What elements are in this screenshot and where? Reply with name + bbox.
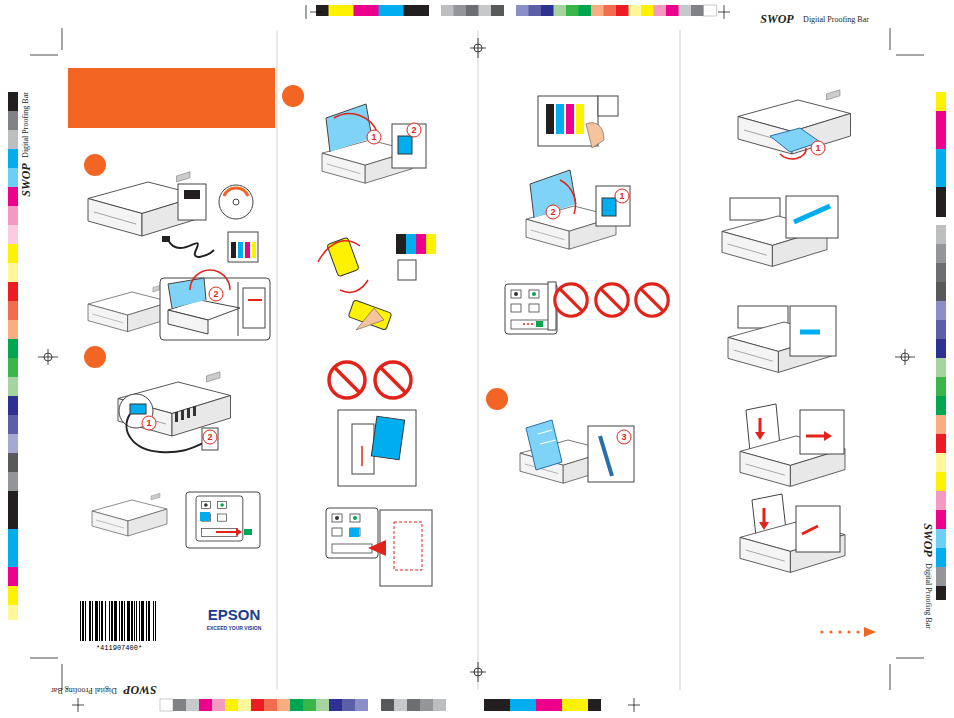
- next-arrow: [820, 627, 876, 637]
- printer-illustration: [738, 90, 851, 159]
- printer-illustration: [505, 282, 557, 334]
- callout-circle: [142, 123, 825, 444]
- prohibited-sign: [596, 284, 628, 316]
- proofing-bar-label: Digital Proofing Bar: [51, 686, 117, 694]
- printer-illustration: [526, 170, 630, 249]
- printer-illustration: [520, 420, 634, 483]
- proofing-bar-label: SWOP: [123, 684, 156, 696]
- prohibited-sign: [329, 362, 365, 398]
- printer-illustration: [88, 270, 270, 340]
- callout-number: 1: [146, 419, 151, 428]
- proofing-bar-label: SWOP: [760, 13, 793, 25]
- header-block: [68, 68, 275, 128]
- brand-tagline: EXCEED YOUR VISION: [207, 626, 262, 631]
- color-bar: [936, 92, 946, 600]
- proofing-bar-label: Digital Proofing Bar: [803, 16, 869, 24]
- callout-number: 2: [213, 290, 218, 299]
- proofing-bar-label: Digital Proofing Bar: [924, 563, 932, 629]
- callout-number: 2: [207, 433, 212, 442]
- proofing-bar-label: SWOP: [922, 523, 934, 556]
- printer-illustration: [338, 410, 416, 486]
- color-bar: [160, 699, 601, 711]
- prohibited-sign: [636, 284, 668, 316]
- printer-illustration: [728, 306, 836, 372]
- step-marker: [84, 85, 508, 410]
- color-bar: [8, 92, 18, 620]
- brand-logo: EPSON: [208, 607, 261, 622]
- callout-number: 1: [815, 144, 820, 153]
- callout-number: 1: [619, 192, 624, 201]
- proofing-bar-label: Digital Proofing Bar: [22, 92, 30, 158]
- barcode-number: *411907400*: [96, 645, 142, 652]
- callout-number: 2: [550, 208, 555, 217]
- proofing-bar-label: SWOP: [20, 163, 32, 196]
- printer-illustration: [88, 172, 258, 262]
- printer-illustration: [538, 96, 618, 148]
- printer-illustration: [740, 494, 845, 572]
- callout-number: 1: [371, 133, 376, 142]
- printer-illustration: [740, 404, 845, 486]
- color-bar: [316, 5, 717, 16]
- printer-illustration: [92, 492, 260, 548]
- crop-mark: [30, 5, 924, 712]
- printer-illustration: [326, 508, 432, 586]
- callout-number: 3: [621, 433, 626, 442]
- fold-line: [277, 30, 680, 690]
- prohibited-sign: [375, 362, 411, 398]
- prohibited-sign: [555, 284, 587, 316]
- printer-illustration: [722, 196, 838, 266]
- printer-illustration: [318, 104, 436, 330]
- barcode: [80, 601, 158, 641]
- printer-illustration: [118, 372, 231, 453]
- callout-number: 2: [411, 126, 416, 135]
